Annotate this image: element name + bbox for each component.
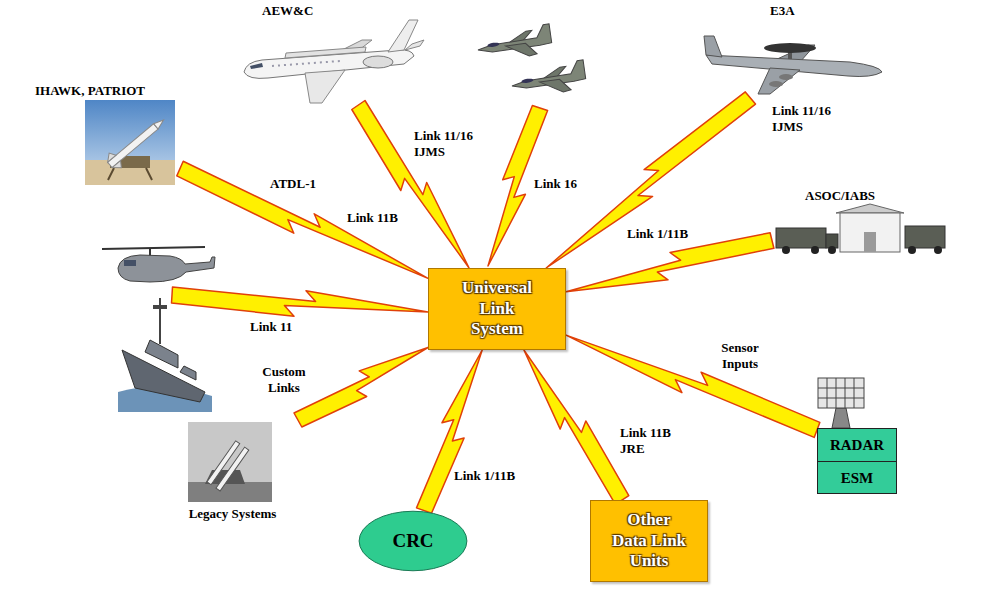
lightning-link [172,287,429,316]
link-label: Sensor Inputs [708,340,772,371]
label-holder: Link 16 [532,176,579,192]
platform-caption: ASOC/IABS [805,188,875,204]
lightning-link [566,335,820,437]
label-holder: Custom Links [253,364,315,395]
link-label: Link 11/16 IJMS [412,128,492,159]
missile-launcher-photo [85,100,175,185]
missile-system-node: IHAWK, PATRIOT [30,83,180,187]
link-label: Custom Links [253,364,315,395]
label-holder: Link 11 [248,319,294,335]
datalink-box: Other Data Link Units [590,500,708,582]
lightning-link [177,161,428,278]
link-label: Link 11B [345,210,400,226]
label-holder: Link 1/11B [452,468,517,484]
label-holder: Link 11/16 IJMS [770,103,850,134]
node-label: RADAR [830,436,884,454]
warship [118,298,212,412]
link-label: ATDL-1 [268,176,318,192]
fighter-jet [476,24,553,63]
legacy-system-node: Legacy Systems [160,420,305,524]
platform-caption: AEW&C [262,3,313,19]
crc-ellipse: CRC [358,510,468,572]
sensor-box: ESM [817,461,897,494]
node-label: CRC [392,530,433,553]
link-label: Link 1/11B [625,226,690,242]
fighter-jet [510,60,587,99]
node-label: Universal Link System [457,278,537,339]
lightning-link [417,350,483,513]
aircraft-node: AEW&C [238,3,423,105]
node-label: ESM [841,469,874,487]
platform-caption: Legacy Systems [189,506,277,522]
label-holder: Link 11B JRE [618,425,690,456]
aewc-aircraft [244,20,424,103]
legacy-launcher-photo [188,422,272,502]
link-label: Link 11 [248,319,294,335]
link-label: Link 1/11B [452,468,517,484]
ellipse-shape [359,511,467,571]
aircraft-node: E3A [698,3,882,98]
sensor-box: RADAR [817,428,897,462]
label-holder: Sensor Inputs [708,340,772,371]
label-holder: Link 1/11B [625,226,690,242]
awacs-aircraft [704,36,882,94]
label-holder: Link 11B [345,210,400,226]
lightning-link [524,350,629,504]
ground-station-node: ASOC/IABS [772,188,947,258]
label-holder: ATDL-1 [268,176,318,192]
hub-box: Universal Link System [428,268,566,350]
platform-caption: IHAWK, PATRIOT [35,83,145,99]
platform-caption: E3A [770,3,795,19]
node-label: Other Data Link Units [610,510,688,571]
ground-station [776,204,945,254]
label-holder: Link 11/16 IJMS [412,128,492,159]
helicopter [102,247,215,282]
radar-antenna [818,378,864,428]
link-label: Link 11/16 IJMS [770,103,850,134]
lightning-link [352,101,469,269]
link-label: Link 11B JRE [618,425,690,456]
link-label: Link 16 [532,176,579,192]
